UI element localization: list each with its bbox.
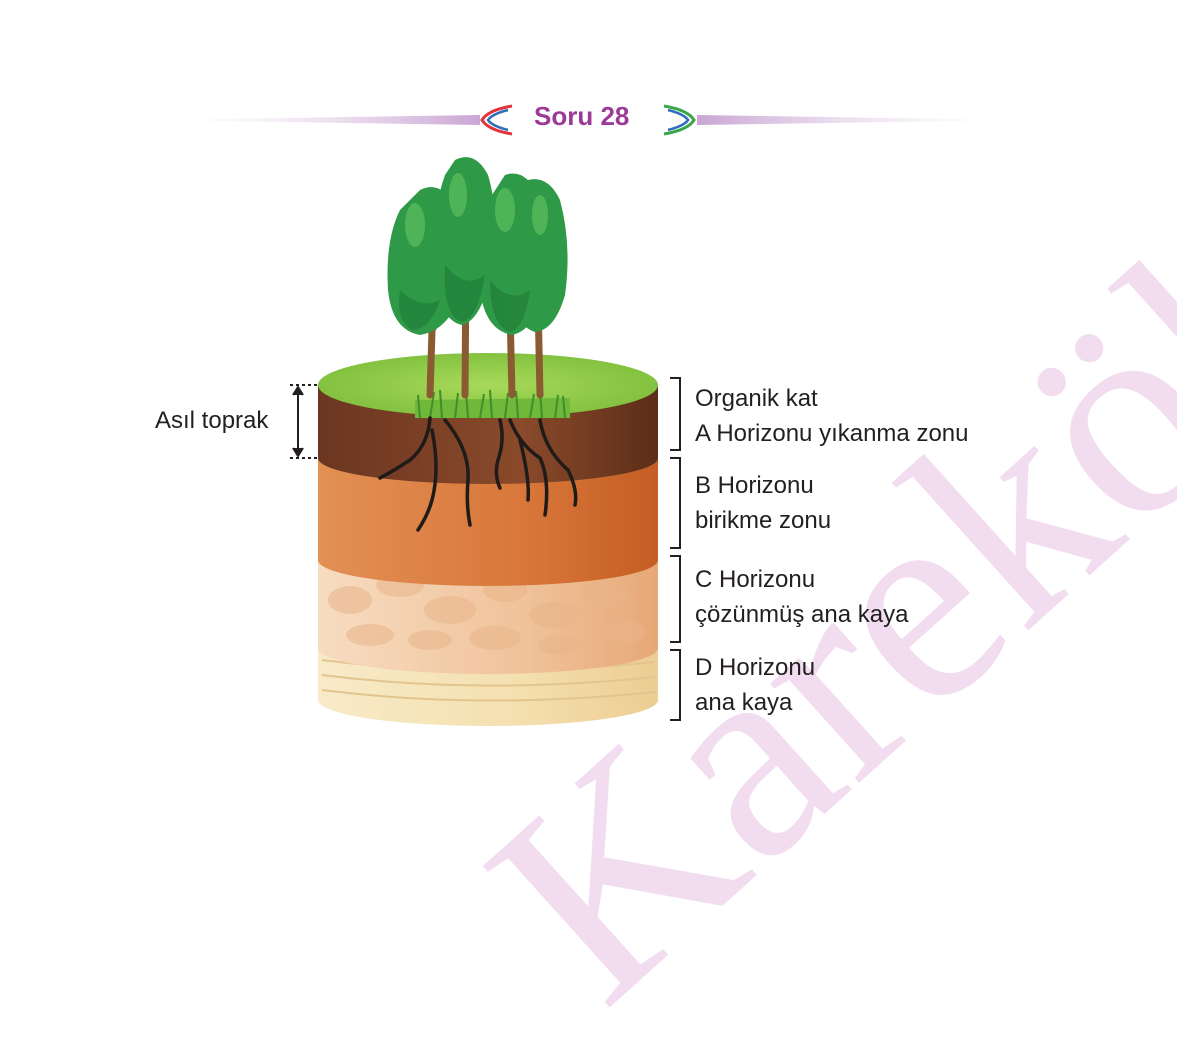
label-c-horizon-desc: çözünmüş ana kaya [695,601,909,628]
page-title: Soru 28 [534,101,630,131]
bracket-a [670,377,681,451]
soil-profile-diagram [160,104,1020,726]
label-c-horizon-title: C Horizonu [695,566,816,593]
organic-layer-grass [318,353,658,419]
header-ribbon [160,104,1020,136]
tree-roots [378,416,578,532]
label-a-horizon: A Horizonu yıkanma zonu [695,420,969,447]
label-d-horizon-desc: ana kaya [695,689,793,716]
horizon-brackets [670,377,681,721]
label-asil-toprak: Asıl toprak [155,407,269,434]
left-bracket-icon [480,104,513,136]
tree-group-icon [387,157,568,399]
label-organik-kat: Organik kat [695,385,818,412]
label-b-horizon-title: B Horizonu [695,472,814,499]
asil-toprak-dimension-marker [290,384,318,459]
bracket-b [670,457,681,549]
right-bracket-icon [663,104,696,136]
bracket-c [670,555,681,643]
bracket-d [670,649,681,721]
label-d-horizon-title: D Horizonu [695,654,816,681]
label-b-horizon-desc: birikme zonu [695,507,832,534]
